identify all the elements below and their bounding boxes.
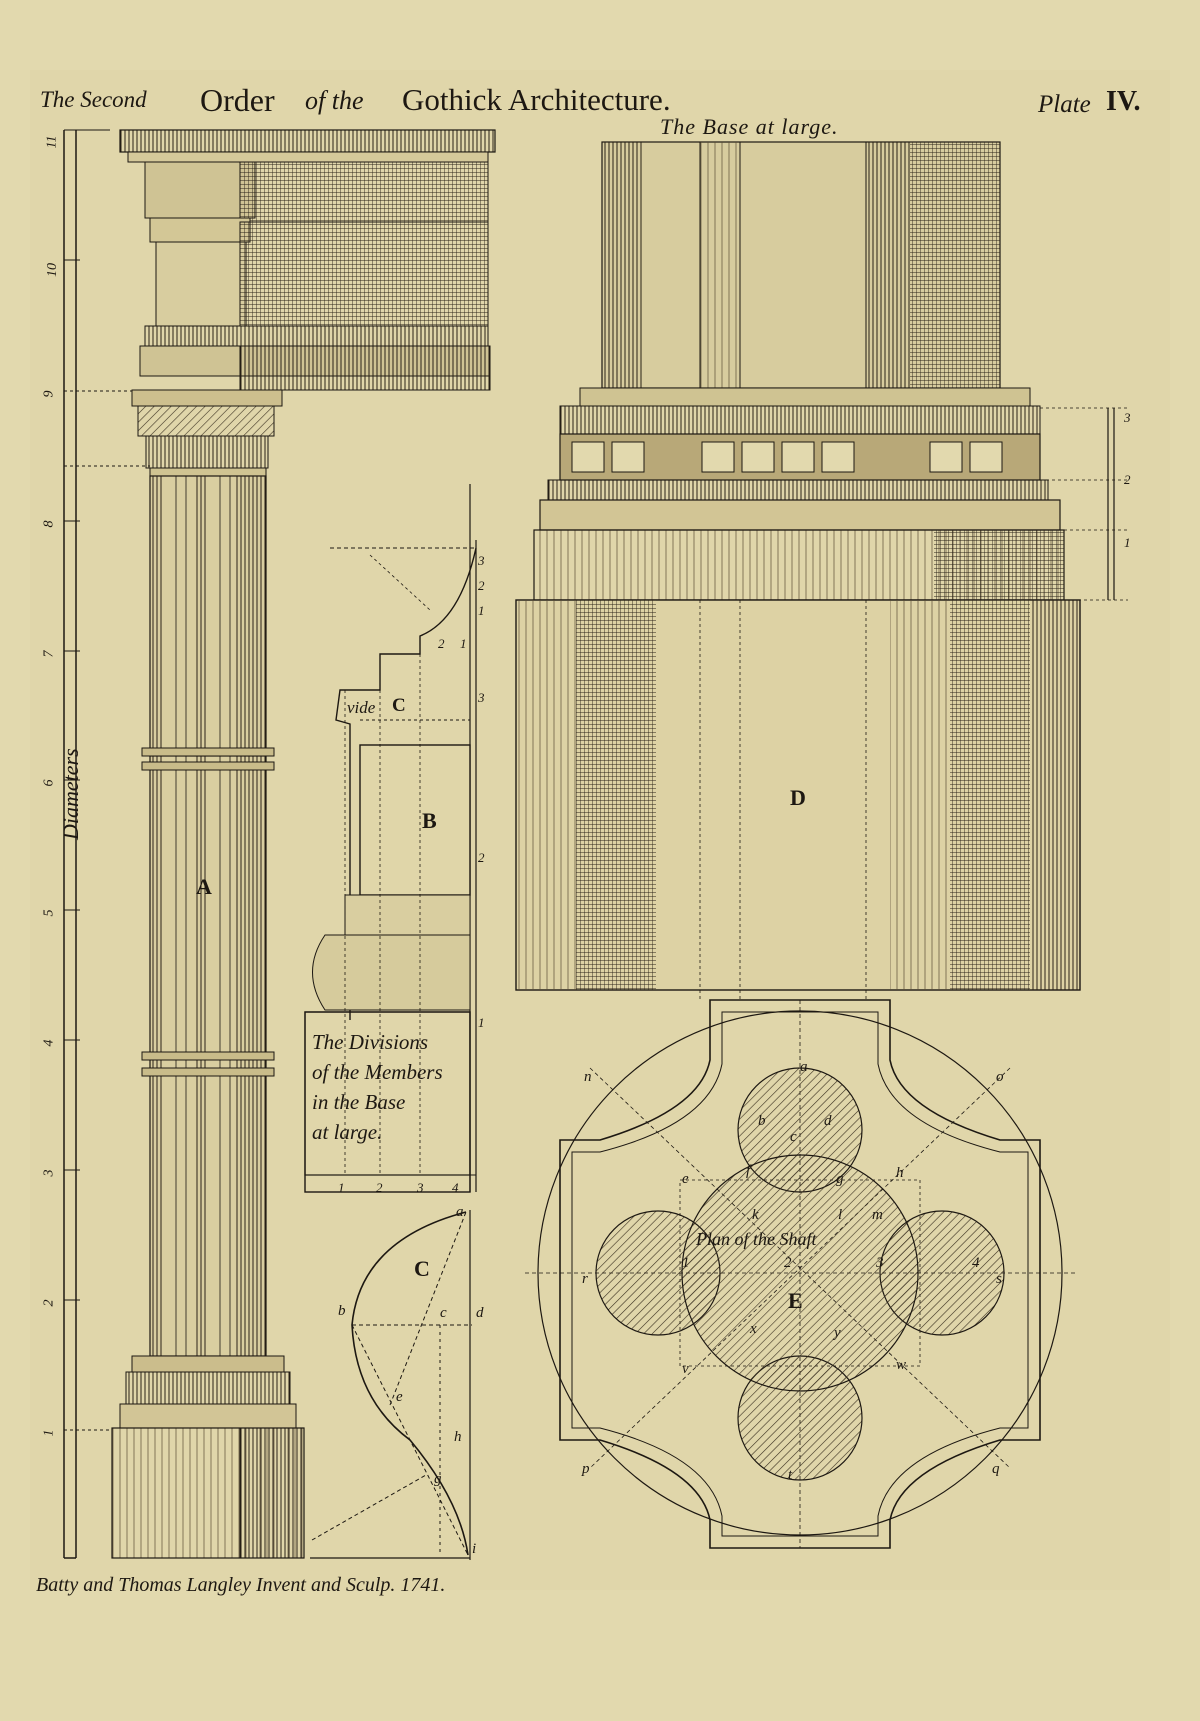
divisions-line-1: The Divisions xyxy=(312,1030,429,1054)
plan-point-v: v xyxy=(682,1361,689,1377)
side-tick-3: 1 xyxy=(478,603,485,618)
plan-point-d: d xyxy=(824,1113,832,1129)
plan-point-c: c xyxy=(790,1129,797,1145)
header-gothick-architecture: Gothick Architecture. xyxy=(402,82,671,117)
division-tick-4: 4 xyxy=(452,1180,459,1195)
plan-point-g: g xyxy=(836,1171,844,1187)
side-tick-8: 1 xyxy=(478,1015,485,1030)
plan-of-shaft-e xyxy=(525,999,1075,1549)
scale-tick-3: 3 xyxy=(41,1169,57,1177)
scale-tick-11: 11 xyxy=(44,135,60,149)
divisions-box xyxy=(304,1011,471,1176)
plan-point-l: l xyxy=(838,1207,843,1223)
plan-point-x: x xyxy=(750,1321,757,1337)
plan-point-b: b xyxy=(758,1113,766,1129)
curve-point-g: g xyxy=(434,1471,442,1487)
side-tick-7: 2 xyxy=(478,850,485,865)
plan-point-1: 1 xyxy=(682,1255,690,1271)
curve-point-h: h xyxy=(454,1429,462,1445)
divisions-line-4: at large. xyxy=(312,1120,383,1144)
plan-point-e: e xyxy=(682,1171,689,1187)
diameters-label: Diameters xyxy=(58,748,83,840)
plan-title: Plan of the Shaft xyxy=(696,1229,817,1249)
diameter-scale xyxy=(63,129,150,1559)
figure-c-curve xyxy=(310,1210,472,1560)
plan-point-y: y xyxy=(834,1325,841,1341)
plate-label: Plate xyxy=(1038,91,1091,118)
division-tick-1: 1 xyxy=(338,1180,345,1195)
divisions-line-3: in the Base xyxy=(312,1090,406,1114)
side-tick-5: 1 xyxy=(460,636,467,651)
plan-point-o: o xyxy=(996,1069,1004,1085)
curve-point-d: d xyxy=(476,1305,484,1321)
division-tick-2: 2 xyxy=(376,1180,383,1195)
figure-letter-a: A xyxy=(196,874,212,899)
divisions-caption: The Divisions of the Members in the Base… xyxy=(312,1027,443,1147)
curve-point-b: b xyxy=(338,1303,346,1319)
header-of-the: of the xyxy=(305,86,364,115)
side-tick-6: 3 xyxy=(478,690,485,705)
curve-point-e: e xyxy=(396,1389,403,1405)
plan-point-a: a xyxy=(800,1059,808,1075)
scale-tick-7: 7 xyxy=(41,650,57,658)
header-prefix: The Second xyxy=(40,87,147,112)
plan-point-q: q xyxy=(992,1461,1000,1477)
base-tick-1: 1 xyxy=(1124,535,1131,550)
scale-tick-2: 2 xyxy=(41,1299,57,1307)
side-tick-2: 2 xyxy=(478,578,485,593)
plan-point-k: k xyxy=(752,1207,759,1223)
plan-point-n: n xyxy=(584,1069,592,1085)
figure-letter-c: C xyxy=(414,1256,430,1281)
plate-number: IV. xyxy=(1106,86,1141,117)
scale-tick-9: 9 xyxy=(41,390,57,398)
plan-point-t: t xyxy=(788,1467,793,1483)
plan-point-4: 4 xyxy=(972,1255,980,1271)
plan-point-2: 2 xyxy=(784,1255,792,1271)
vide-text: vide xyxy=(347,698,376,717)
curve-point-c: c xyxy=(440,1305,447,1321)
curve-point-a: a xyxy=(456,1204,464,1220)
side-tick-1: 3 xyxy=(478,553,485,568)
base-at-large-title: The Base at large. xyxy=(660,114,839,139)
plan-point-f: f xyxy=(746,1163,751,1179)
division-tick-3: 3 xyxy=(417,1180,424,1195)
figure-letter-e: E xyxy=(788,1288,803,1313)
base-at-large-d xyxy=(515,141,1128,1000)
figure-b-profile xyxy=(304,484,477,1193)
scale-tick-4: 4 xyxy=(41,1039,57,1047)
divisions-line-2: of the Members xyxy=(312,1060,443,1084)
figure-letter-d: D xyxy=(790,785,806,810)
plan-point-h: h xyxy=(896,1165,904,1181)
side-tick-4: 2 xyxy=(438,636,445,651)
base-tick-3: 3 xyxy=(1124,410,1131,425)
figure-letter-b: B xyxy=(422,808,437,833)
plan-point-s: s xyxy=(996,1271,1002,1287)
scale-tick-8: 8 xyxy=(41,520,57,528)
header-order: Order xyxy=(200,82,275,118)
curve-point-i: i xyxy=(472,1541,477,1557)
engraver-credit: Batty and Thomas Langley Invent and Scul… xyxy=(36,1574,446,1596)
base-tick-2: 2 xyxy=(1124,472,1131,487)
plan-point-r: r xyxy=(582,1271,588,1287)
plan-point-m: m xyxy=(872,1207,883,1223)
vide-letter: C xyxy=(392,695,406,716)
column-a-elevation xyxy=(111,129,496,1559)
plan-point-p: p xyxy=(582,1461,590,1477)
plan-point-3: 3 xyxy=(876,1255,884,1271)
scale-tick-6: 6 xyxy=(41,779,57,787)
scale-tick-1: 1 xyxy=(41,1429,57,1437)
scale-tick-5: 5 xyxy=(41,909,57,917)
scale-tick-10: 10 xyxy=(45,263,60,277)
plan-point-w: w xyxy=(896,1357,907,1373)
